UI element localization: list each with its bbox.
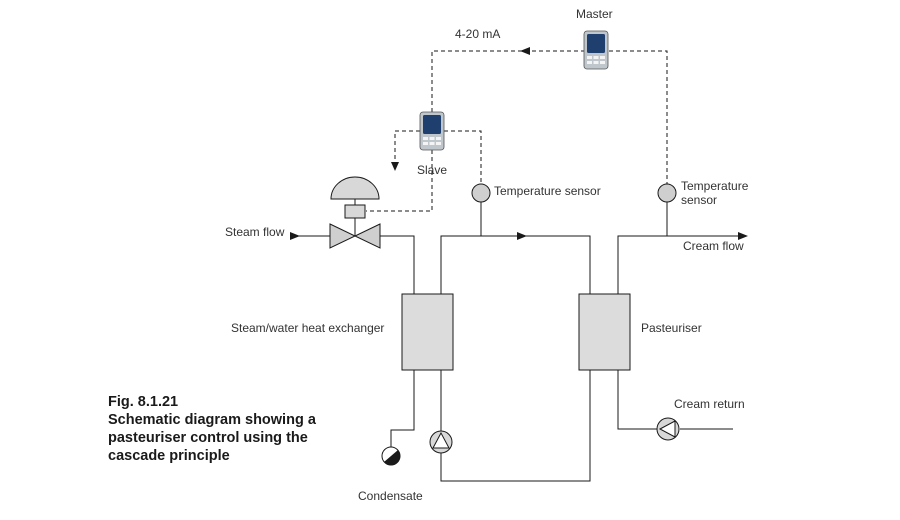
figure-caption: Fig. 8.1.21 Schematic diagram showing a … bbox=[108, 393, 368, 465]
figure-caption-line: cascade principle bbox=[108, 448, 230, 464]
temperature-sensor-icon bbox=[471, 183, 491, 203]
label-slave: Slave bbox=[417, 163, 447, 177]
flow-arrow-icon bbox=[520, 47, 530, 55]
figure-caption-line: pasteuriser control using the bbox=[108, 430, 308, 446]
flow-arrow-icon bbox=[738, 232, 748, 240]
controller-icon bbox=[583, 30, 609, 70]
label-cream-return: Cream return bbox=[674, 397, 745, 411]
flow-arrow-icon bbox=[391, 162, 399, 171]
temperature-sensor-icon bbox=[657, 183, 677, 203]
flow-arrow-icon bbox=[517, 232, 527, 240]
label-signal: 4-20 mA bbox=[455, 27, 500, 41]
label-temperature-sensor-left: Temperature sensor bbox=[494, 184, 601, 198]
figure-caption-line: Schematic diagram showing a bbox=[108, 412, 316, 428]
pipe-condensate bbox=[390, 370, 415, 447]
actuator-icon bbox=[330, 176, 380, 219]
label-temperature-sensor-right-2: sensor bbox=[681, 193, 717, 207]
pipe-hx-to-pasteuriser bbox=[440, 235, 591, 294]
heat-exchanger bbox=[401, 293, 454, 371]
signal-slave-to-actuator bbox=[366, 150, 433, 212]
pump-icon bbox=[429, 430, 453, 454]
figure-number: Fig. 8.1.21 bbox=[108, 394, 179, 410]
label-steam-flow: Steam flow bbox=[225, 225, 285, 239]
pasteuriser bbox=[578, 293, 631, 371]
pipe-cream-outlet bbox=[617, 235, 740, 294]
pipe-cream-return bbox=[617, 370, 657, 430]
signal-lines bbox=[366, 50, 668, 212]
signal-slave-to-valve bbox=[394, 130, 420, 162]
label-cream-flow: Cream flow bbox=[683, 239, 744, 253]
steam-trap-icon bbox=[381, 446, 401, 466]
signal-temp-to-slave bbox=[443, 130, 482, 182]
flow-arrow-icon bbox=[290, 232, 300, 240]
signal-master-to-slave bbox=[431, 50, 668, 186]
process-pipes bbox=[291, 202, 740, 482]
label-pasteuriser: Pasteuriser bbox=[641, 321, 702, 335]
label-condensate: Condensate bbox=[358, 489, 423, 503]
label-master: Master bbox=[576, 7, 613, 21]
label-temperature-sensor-right-1: Temperature bbox=[681, 179, 749, 193]
controller-icon bbox=[419, 111, 445, 151]
pump-icon bbox=[656, 417, 680, 441]
control-valve-icon bbox=[329, 218, 381, 249]
label-heat-exchanger: Steam/water heat exchanger bbox=[231, 321, 384, 335]
pipe-water-return bbox=[440, 370, 591, 482]
pipe-valve-to-hx bbox=[380, 235, 415, 294]
